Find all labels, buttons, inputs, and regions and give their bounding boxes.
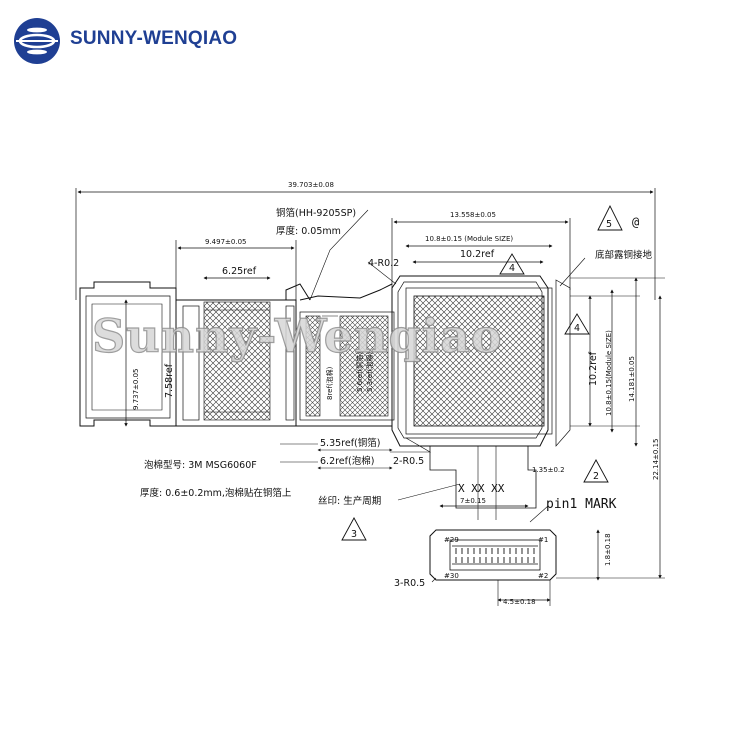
callout-4-right-label: 4 (574, 323, 580, 334)
bottom-copper-ground-note: 底部露铜接地 (595, 249, 653, 261)
callout-5-label: 5 (606, 219, 612, 230)
radius-4-label: 4-R0.2 (368, 258, 399, 269)
right-module-size-label: 10.8±0.15(Module SIZE) (605, 330, 613, 416)
pin-1-label: #1 (538, 536, 548, 544)
left-sensor-width-dimension: 9.497±0.05 6.25ref (175, 238, 297, 300)
left-height-dimension: 9.737±0.05 7.58ref (124, 299, 177, 427)
copper-ref-label: 5.35ref(铜箔) (320, 437, 380, 449)
date-code-label: X XX XX (458, 482, 505, 495)
header: SUNNY-WENQIAO (0, 0, 750, 90)
callout-5-triangle (597, 204, 623, 231)
pin1-mark-label: pin1 MARK (546, 497, 617, 512)
radius-3-label: 3-R0.5 (394, 578, 425, 589)
pin-2-label: #2 (538, 572, 548, 580)
copper-thickness: 厚度: 0.05mm (276, 225, 341, 237)
connector-width-label: 4.5±0.18 (503, 598, 536, 606)
callout-4-right-triangle (564, 313, 590, 335)
flex-width-label: 1.35±0.2 (532, 466, 565, 474)
lens-width-label: 13.558±0.05 (450, 211, 496, 219)
pin-29-label: #29 (444, 536, 459, 544)
pin-labels: #29 #30 #1 #2 (444, 536, 548, 580)
flex-bridge (285, 283, 395, 427)
leader-lines (280, 209, 586, 583)
overall-width-label: 39.703±0.08 (288, 181, 334, 189)
right-height-ref-label: 10.2ref (588, 351, 599, 386)
copper-foil-model: 铜箔(HH-9205SP) (276, 207, 356, 219)
pin-30-label: #30 (444, 572, 459, 580)
inner-ref-label: 10.2ref (460, 249, 495, 260)
right-height-dimensions: 10.2ref 10.8±0.15(Module SIZE) 14.181±0.… (556, 277, 665, 579)
callout-triangles (341, 204, 623, 541)
left-ref-label: 6.25ref (222, 266, 257, 277)
foam-thickness-note: 厚度: 0.6±0.2mm,泡棉贴在铜箔上 (140, 487, 292, 499)
foam-ref-5-3-label: 5.3ref(泡棉) (365, 352, 374, 392)
silkscreen-note: 丝印: 生产周期 (318, 495, 381, 507)
module-size-dimension: 10.8±0.15 (Module SIZE) 10.2ref (405, 235, 553, 264)
left-sensor-width-label: 9.497±0.05 (205, 238, 247, 246)
callout-4-top-triangle (499, 253, 525, 275)
at-mark: @ (632, 215, 639, 229)
total-height-label: 22.14±0.15 (652, 439, 660, 481)
module-size-label: 10.8±0.15 (Module SIZE) (425, 235, 513, 243)
brand-name: SUNNY-WENQIAO (70, 28, 238, 49)
foam-labels: 8ref(泡棉) 5.6ref(铜箔) 5.3ref(泡棉) (325, 352, 374, 400)
left-height-label: 9.737±0.05 (132, 369, 140, 411)
foam-ref-6-2-label: 6.2ref(泡棉) (320, 455, 374, 467)
foam-model-note: 泡棉型号: 3M MSG6060F (144, 459, 257, 471)
radius-2-label: 2-R0.5 (393, 456, 424, 467)
connector-height-label: 1.8±0.18 (604, 533, 612, 566)
connector-pins (455, 548, 535, 563)
connector-dimensions: 7±0.15 4.5±0.18 1.8±0.18 1.35±0.2 (439, 446, 612, 606)
foam-ref-5-6-label: 5.6ref(铜箔) (355, 352, 364, 392)
left-height-ref-label: 7.58ref (164, 363, 175, 398)
callout-2-triangle (583, 459, 609, 483)
overall-width-dimension: 39.703±0.08 (75, 181, 656, 300)
callout-4-top-label: 4 (509, 263, 515, 274)
right-height-label: 14.181±0.05 (628, 356, 636, 402)
connector-offset-label: 7±0.15 (460, 497, 486, 505)
callout-3-triangle (341, 517, 367, 541)
callout-3-label: 3 (351, 529, 357, 540)
watermark-text: Sunny-Wenqiao (92, 309, 503, 363)
callout-2-label: 2 (593, 471, 599, 482)
foam-ref-8-label: 8ref(泡棉) (325, 366, 334, 400)
globe-logo-icon (14, 18, 60, 64)
